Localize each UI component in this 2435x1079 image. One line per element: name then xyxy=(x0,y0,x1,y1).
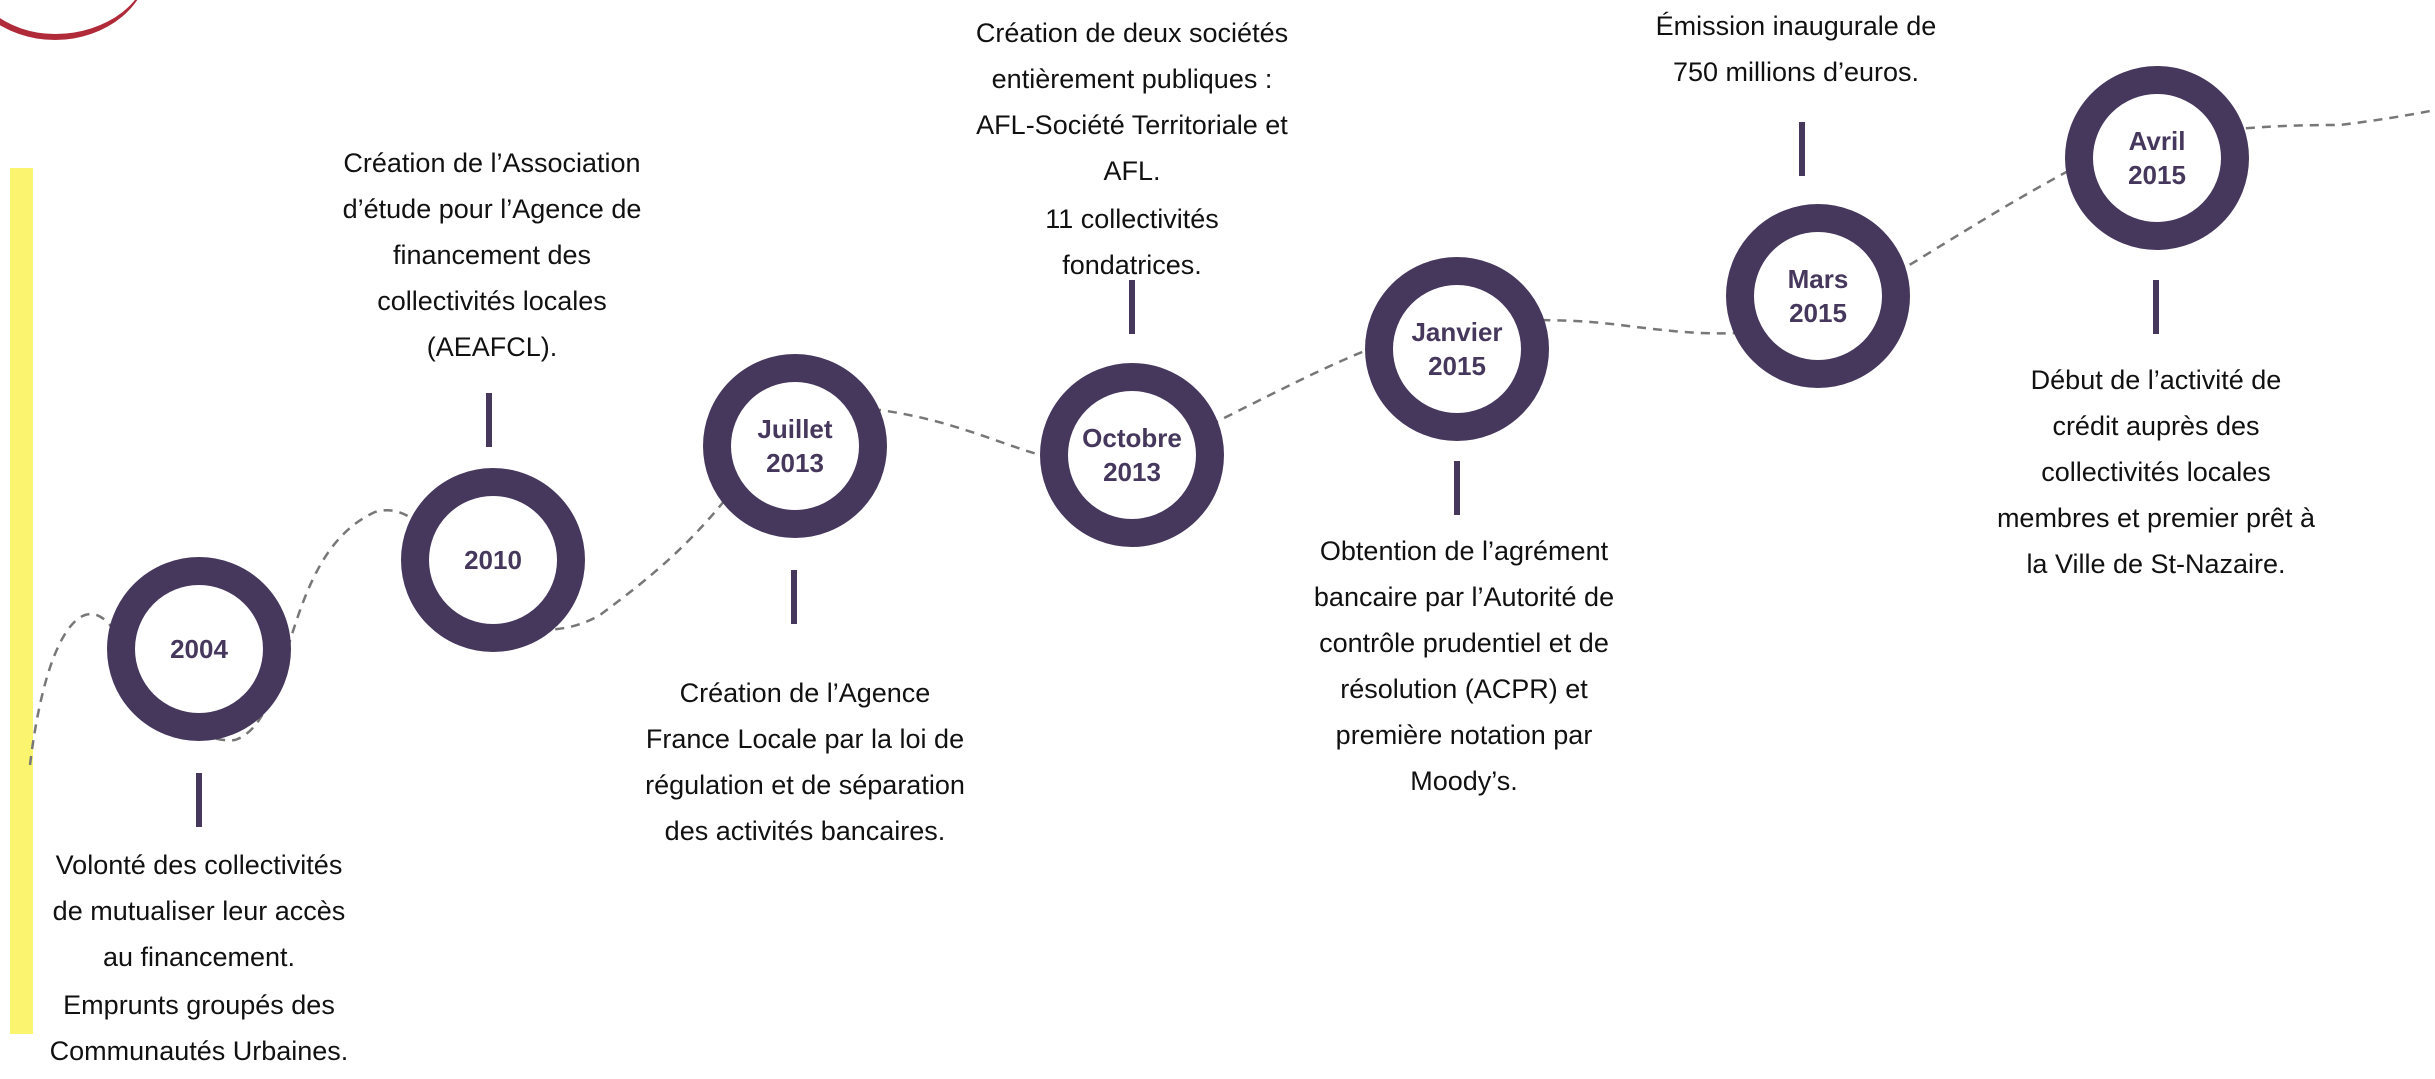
milestone-ring-mars-2015: Mars 2015 xyxy=(1726,204,1910,388)
milestone-text: Création de l’Association d’étude pour l… xyxy=(342,148,642,362)
milestone-ring-octobre-2013: Octobre 2013 xyxy=(1040,363,1224,547)
milestone-description: Obtention de l’agrément bancaire par l’A… xyxy=(1304,528,1624,804)
milestone-date: Mars 2015 xyxy=(1787,264,1849,328)
milestone-text: Création de deux sociétés entièrement pu… xyxy=(975,18,1289,186)
milestone-text: Émission inaugurale de 750 millions d’eu… xyxy=(1655,11,1937,87)
milestone-text: Début de l’activité de crédit auprès des… xyxy=(1996,365,2316,579)
milestone-ring-avril-2015: Avril 2015 xyxy=(2065,66,2249,250)
milestone-date: 2004 xyxy=(170,634,228,664)
milestone-description: Création de l’Agence France Locale par l… xyxy=(645,670,965,854)
milestone-text: 11 collectivités fondatrices. xyxy=(1045,204,1219,280)
milestone-description: Création de l’Association d’étude pour l… xyxy=(332,140,652,370)
milestone-text: Volonté des collectivités de mutualiser … xyxy=(52,850,346,972)
milestone-date: Juillet 2013 xyxy=(757,414,833,478)
milestone-tick xyxy=(1799,122,1805,176)
milestone-tick xyxy=(1129,280,1135,334)
milestone-tick xyxy=(486,393,492,447)
milestone-ring-2010: 2010 xyxy=(401,468,585,652)
milestone-tick xyxy=(2153,280,2159,334)
milestone-tick xyxy=(196,773,202,827)
milestone-description: Volonté des collectivités de mutualiser … xyxy=(39,842,359,1074)
milestone-tick xyxy=(791,570,797,624)
milestone-tick xyxy=(1454,461,1460,515)
milestone-description: Émission inaugurale de 750 millions d’eu… xyxy=(1636,3,1956,95)
milestone-date: Janvier 2015 xyxy=(1411,317,1503,381)
accent-bar xyxy=(10,168,33,1034)
milestone-description: Création de deux sociétés entièrement pu… xyxy=(972,10,1292,288)
milestone-date: Octobre 2013 xyxy=(1082,423,1182,487)
milestone-ring-2004: 2004 xyxy=(107,557,291,741)
milestone-date: Avril 2015 xyxy=(2128,126,2186,190)
milestone-ring-janvier-2015: Janvier 2015 xyxy=(1365,257,1549,441)
milestone-text: Emprunts groupés des Communautés Urbaine… xyxy=(49,990,349,1066)
milestone-ring-juillet-2013: Juillet 2013 xyxy=(703,354,887,538)
logo-fragment xyxy=(0,0,150,40)
milestone-description: Début de l’activité de crédit auprès des… xyxy=(1996,357,2316,587)
milestone-text: Obtention de l’agrément bancaire par l’A… xyxy=(1313,536,1615,796)
milestone-date: 2010 xyxy=(464,545,522,575)
milestone-text: Création de l’Agence France Locale par l… xyxy=(645,678,965,846)
